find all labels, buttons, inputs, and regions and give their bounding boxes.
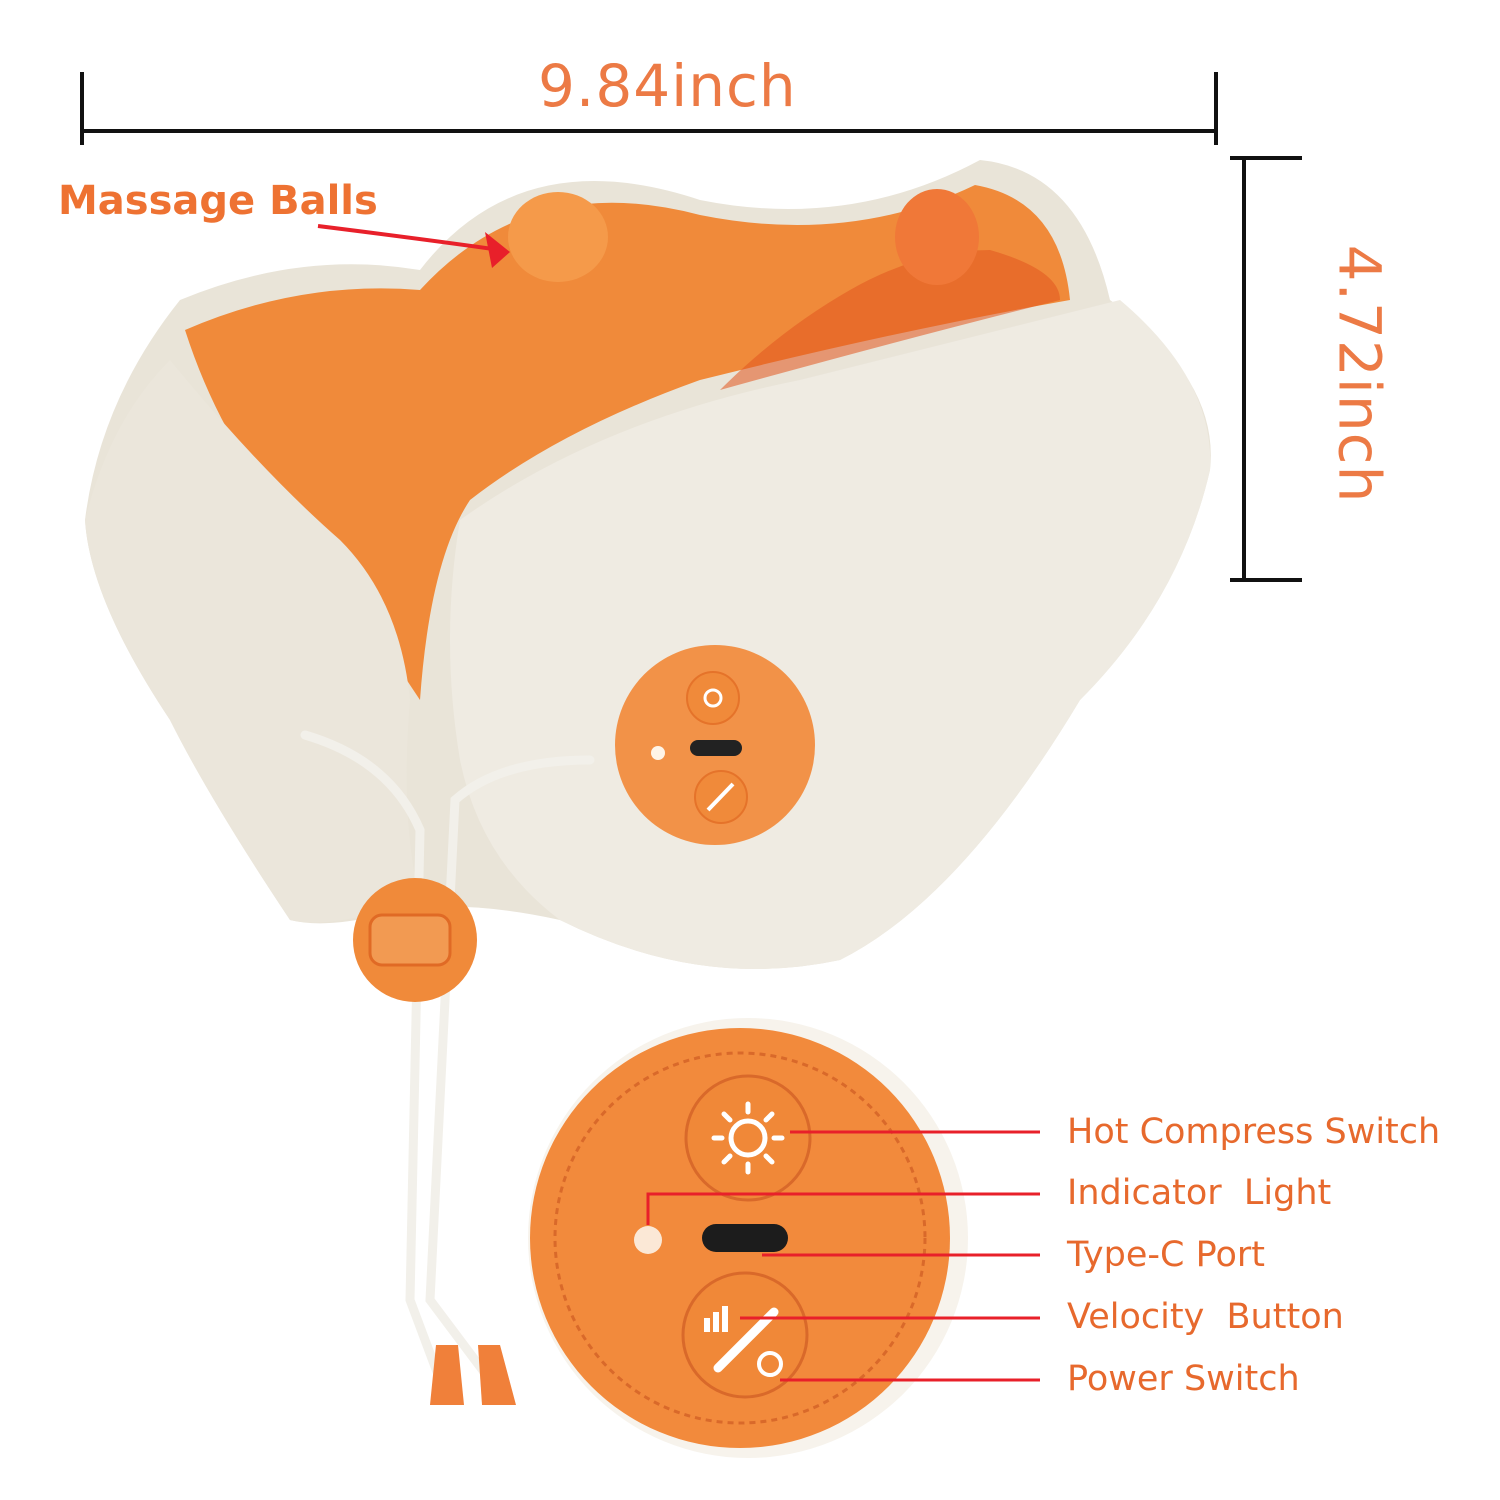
led-icon — [634, 1226, 662, 1254]
power-icon — [757, 1351, 783, 1377]
leader-lines — [646, 1130, 1040, 1382]
indicator-light-label: Indicator Light — [1067, 1173, 1332, 1213]
drawstring-cord — [300, 730, 595, 1385]
cord-tip-right — [478, 1345, 516, 1405]
pillow-left-wing — [85, 360, 420, 923]
width-label: 9.84inch — [538, 52, 797, 120]
pillow-shadow — [720, 250, 1060, 390]
height-label: 4.72inch — [1325, 244, 1394, 504]
width-dimension-line — [80, 72, 1218, 145]
sun-icon — [728, 1118, 768, 1158]
speed-bars-icon — [704, 1306, 728, 1332]
arrow-head — [485, 232, 510, 268]
hot-compress-button — [684, 1074, 812, 1202]
cord-toggle — [353, 878, 477, 1002]
control-panel-detail — [528, 1018, 968, 1458]
velocity-button-label: Velocity Button — [1067, 1297, 1344, 1337]
type-c-port-label: Type-C Port — [1067, 1235, 1265, 1275]
massage-balls-arrow — [317, 224, 501, 252]
massage-ball-right — [895, 189, 979, 285]
power-switch-label: Power Switch — [1067, 1359, 1300, 1399]
height-dimension-line — [1230, 156, 1302, 582]
cord-tip-left — [430, 1345, 464, 1405]
hot-compress-switch-label: Hot Compress Switch — [1067, 1112, 1441, 1152]
massage-ball-left — [508, 192, 608, 282]
control-panel-small — [615, 645, 815, 845]
usb-c-icon — [702, 1224, 788, 1252]
massage-balls-label: Massage Balls — [58, 178, 378, 224]
